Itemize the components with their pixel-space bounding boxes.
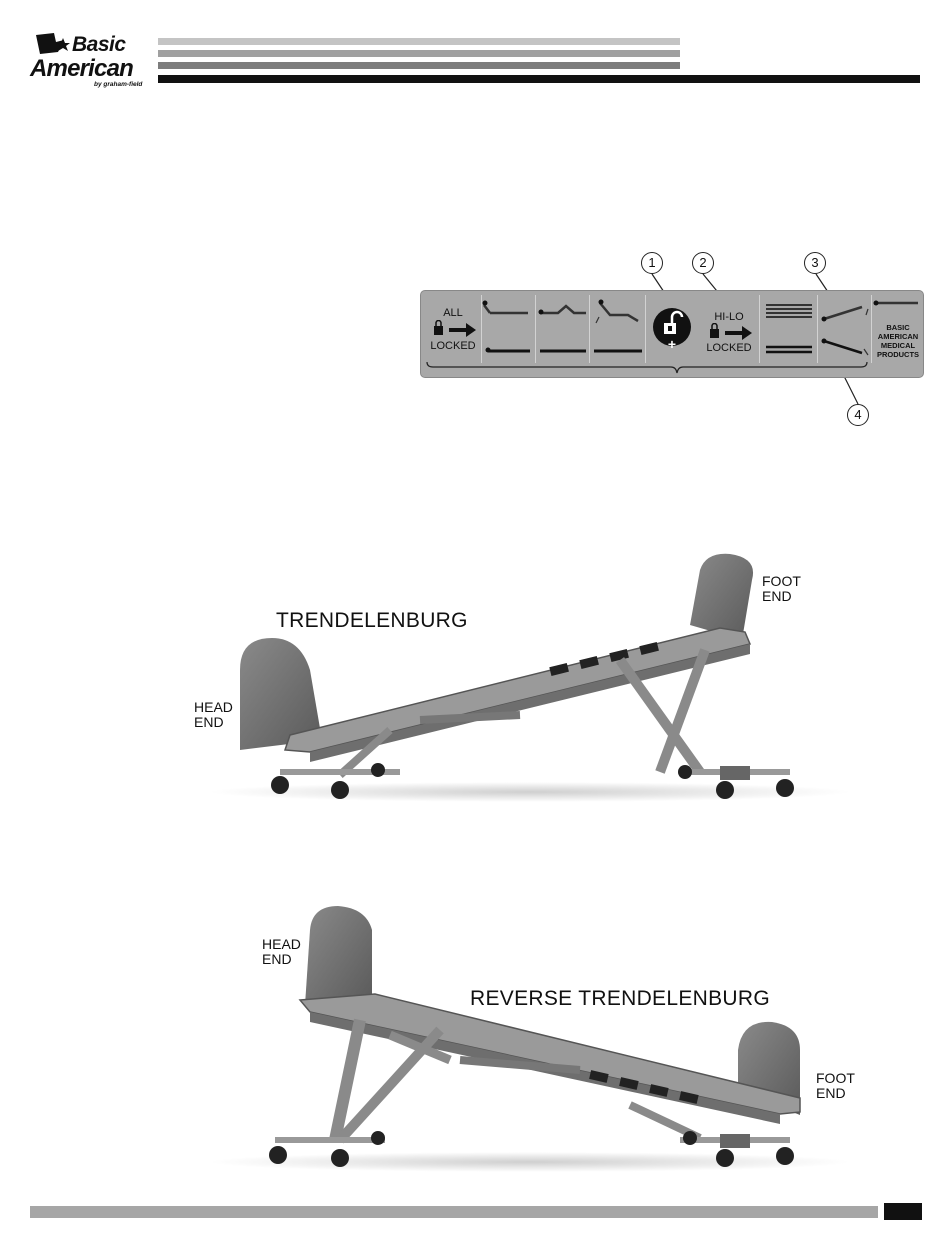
- head-word: HEAD: [262, 937, 301, 952]
- hilo-locked-label: LOCKED: [701, 342, 757, 354]
- unlock-plus: +: [666, 336, 678, 352]
- all-locked-label: ALL: [423, 307, 483, 319]
- brand-subtitle: by graham-field: [94, 81, 142, 88]
- locked-label: LOCKED: [425, 340, 481, 352]
- end-word: END: [262, 952, 301, 967]
- bed-icon: [872, 295, 922, 311]
- brand-cell: BASIC AMERICAN MEDICAL PRODUCTS: [871, 295, 922, 363]
- foot-word: FOOT: [762, 574, 801, 589]
- unlock-key-icon[interactable]: [646, 295, 698, 363]
- hilo-lock-arrow-icon: [709, 323, 759, 341]
- end-word: END: [816, 1086, 855, 1101]
- hilo-label: HI-LO: [699, 311, 759, 323]
- head-word: HEAD: [194, 700, 233, 715]
- lock-arrow-icon: [433, 320, 483, 338]
- brand-line-american: AMERICAN: [874, 332, 922, 341]
- control-panel: ALL LOCKED: [420, 290, 924, 378]
- reverse-trendelenburg-title: REVERSE TRENDELENBURG: [470, 987, 770, 1011]
- reverse-trendelenburg-figure: REVERSE TRENDELENBURG HEAD END FOOT END: [160, 900, 880, 1180]
- brand-logo: Basic American by graham-field: [28, 30, 156, 90]
- brand-line-1: Basic: [72, 33, 126, 57]
- end-word: END: [762, 589, 801, 604]
- chair-position-icon[interactable]: [590, 295, 646, 363]
- control-panel-figure: 1 2 3 4 ALL LOCKED: [418, 252, 928, 432]
- footer-bar: [30, 1206, 878, 1218]
- head-up-icon[interactable]: [482, 295, 536, 363]
- end-word: END: [194, 715, 233, 730]
- brand-line-2: American: [30, 55, 133, 83]
- trendelenburg-figure: TRENDELENBURG HEAD END FOOT END: [160, 540, 880, 810]
- hilo-button-cell: [759, 295, 818, 363]
- panel-bracket-line: [421, 361, 921, 375]
- rev-foot-end-label: FOOT END: [816, 1071, 855, 1101]
- brand-line-medical: MEDICAL: [874, 341, 922, 350]
- brand-line-basic: BASIC: [874, 323, 922, 332]
- unlock-cell: +: [645, 295, 698, 363]
- foot-word: FOOT: [816, 1071, 855, 1086]
- brand-line-products: PRODUCTS: [874, 350, 922, 359]
- header-bar-2: [158, 50, 680, 57]
- logo-flag-icon: [34, 32, 74, 56]
- trendelenburg-icon[interactable]: [818, 295, 872, 363]
- trendelenburg-title: TRENDELENBURG: [276, 609, 468, 633]
- knee-button-cell: [535, 295, 590, 363]
- page-number-box: [884, 1203, 922, 1220]
- trend-button-cell: [817, 295, 872, 363]
- trend-head-end-label: HEAD END: [194, 700, 233, 730]
- chair-button-cell: [589, 295, 646, 363]
- head-button-cell: [481, 295, 536, 363]
- header-bar-4: [158, 75, 920, 83]
- header-bar-3: [158, 62, 680, 69]
- hilo-icon[interactable]: [760, 295, 818, 363]
- rev-head-end-label: HEAD END: [262, 937, 301, 967]
- all-label: ALL: [443, 307, 463, 319]
- trend-foot-end-label: FOOT END: [762, 574, 801, 604]
- header-bar-1: [158, 38, 680, 45]
- knee-up-icon[interactable]: [536, 295, 590, 363]
